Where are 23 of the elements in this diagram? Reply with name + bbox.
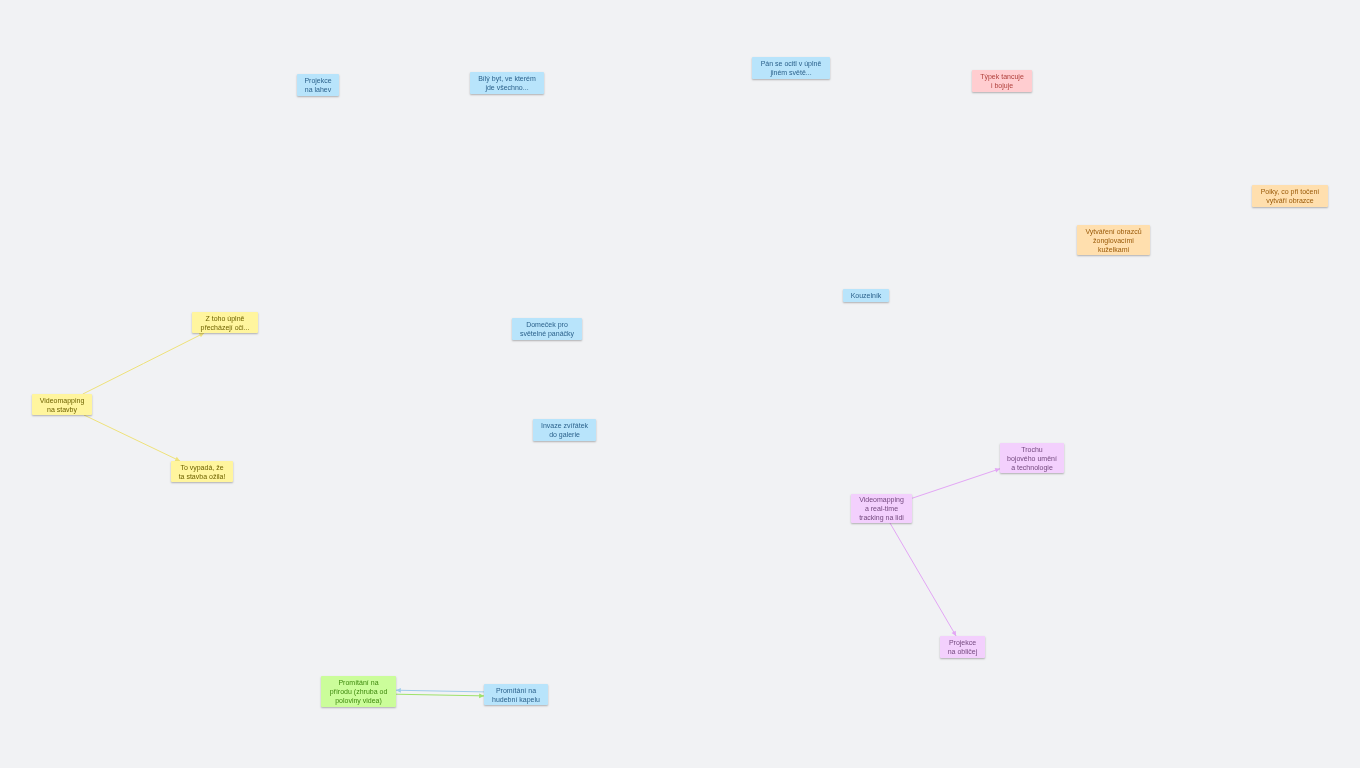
sticky-note <box>192 312 258 333</box>
sticky-note <box>171 461 233 482</box>
sticky-note <box>297 74 339 96</box>
sticky-note <box>321 676 396 707</box>
sticky-note <box>843 289 889 302</box>
connector-arrow <box>911 468 1001 499</box>
connector-arrow <box>889 522 957 637</box>
sticky-note <box>470 72 544 94</box>
sticky-note <box>484 684 548 705</box>
sticky-note <box>851 494 912 523</box>
connector-arrow <box>395 687 485 693</box>
sticky-note <box>1252 185 1328 207</box>
sticky-note <box>1077 225 1150 255</box>
sticky-note <box>1000 443 1064 473</box>
connector-arrow <box>83 414 181 462</box>
connector-arrow <box>395 693 485 699</box>
sticky-note <box>752 57 830 79</box>
sticky-note <box>533 419 596 441</box>
sticky-note <box>940 636 985 658</box>
sticky-note <box>972 70 1032 92</box>
sticky-note <box>512 318 582 340</box>
connector-arrow <box>82 332 205 395</box>
sticky-note <box>32 394 92 415</box>
